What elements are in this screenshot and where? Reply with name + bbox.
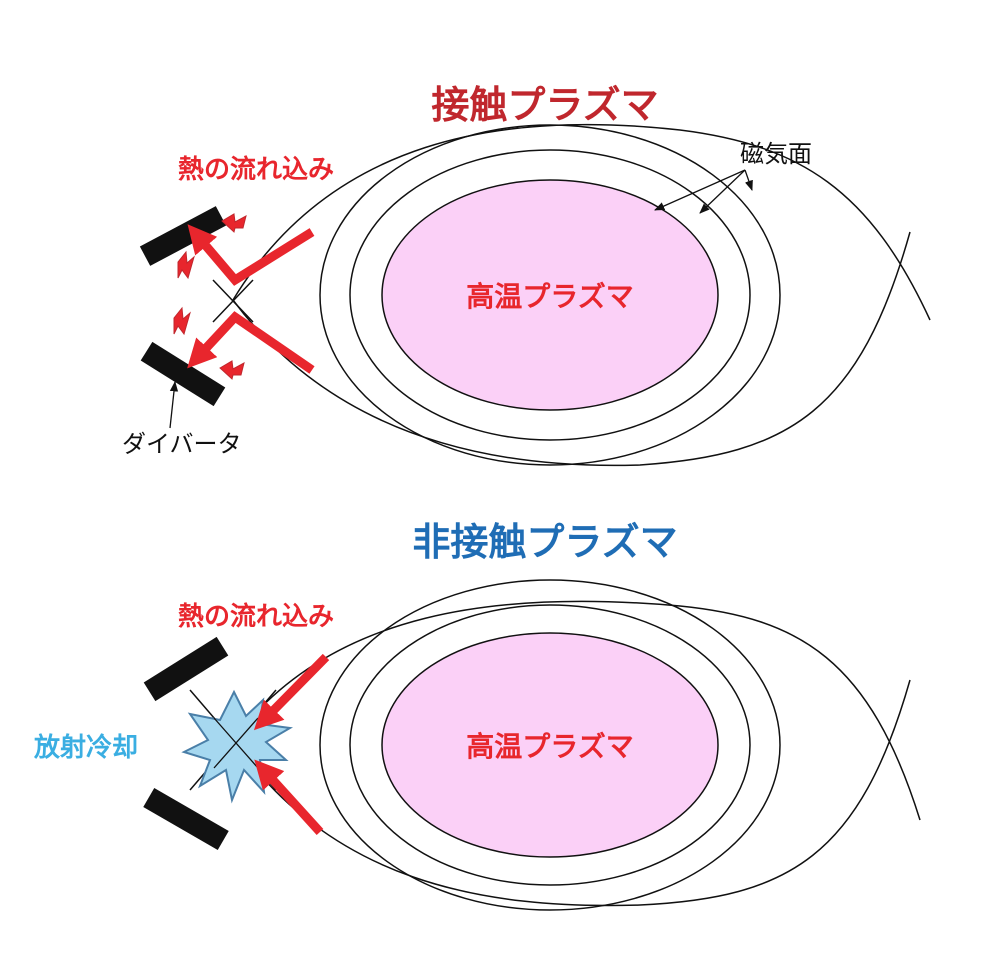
top-divertor-plate-lower	[140, 341, 226, 407]
radiative-cooling-label: 放射冷却	[33, 732, 138, 763]
top-magnetic-surface-mid	[349, 149, 751, 441]
magnetic-surface-label: 磁気面	[740, 140, 812, 168]
spark-icon	[177, 250, 195, 280]
top-x-point-left-legs	[212, 279, 254, 323]
bottom-separatrix	[232, 600, 921, 821]
top-magnetic-surface-outer	[319, 124, 781, 466]
top-heat-arrow-upper	[187, 224, 315, 286]
bottom-panel: 非接触プラズマ 高温プラズマ 熱の流れ込み 放射冷却	[33, 520, 921, 911]
bottom-magnetic-surface-mid	[349, 604, 751, 886]
bottom-hot-plasma	[381, 632, 719, 858]
magnetic-surface-arrow-3	[744, 169, 753, 191]
bottom-heat-arrow-lower	[254, 759, 324, 836]
spark-icon	[221, 213, 247, 233]
divertor-label: ダイバータ	[122, 430, 242, 458]
bottom-magnetic-surface-outer	[319, 579, 781, 911]
bottom-plasma-label: 高温プラズマ	[466, 730, 633, 763]
spark-icon	[219, 360, 245, 380]
bottom-divertor-plate-lower	[143, 787, 229, 851]
top-panel: 接触プラズマ 高温プラズマ 磁気面 熱の流れ込み ダイバータ	[122, 83, 931, 467]
top-heat-inflow-label: 熱の流れ込み	[178, 155, 334, 185]
top-plasma-label: 高温プラズマ	[466, 280, 633, 313]
top-title: 接触プラズマ	[431, 83, 658, 127]
bottom-divertor-plate-upper	[143, 636, 229, 702]
bottom-heat-inflow-label: 熱の流れ込み	[178, 602, 334, 632]
top-divertor-plate-upper	[139, 206, 227, 266]
top-heat-arrow-lower	[187, 311, 315, 374]
bottom-title: 非接触プラズマ	[412, 520, 677, 564]
bottom-heat-arrow-upper	[253, 653, 330, 731]
top-hot-plasma	[381, 179, 719, 411]
top-separatrix-lower	[232, 231, 911, 467]
magnetic-surface-arrow-2	[699, 169, 746, 214]
magnetic-surface-arrow-1	[654, 169, 746, 211]
bottom-x-point-cross	[213, 717, 259, 769]
bottom-separatrix-lower	[232, 679, 911, 907]
spark-icon	[173, 306, 191, 336]
top-separatrix	[232, 123, 931, 321]
divertor-pointer	[169, 380, 179, 429]
